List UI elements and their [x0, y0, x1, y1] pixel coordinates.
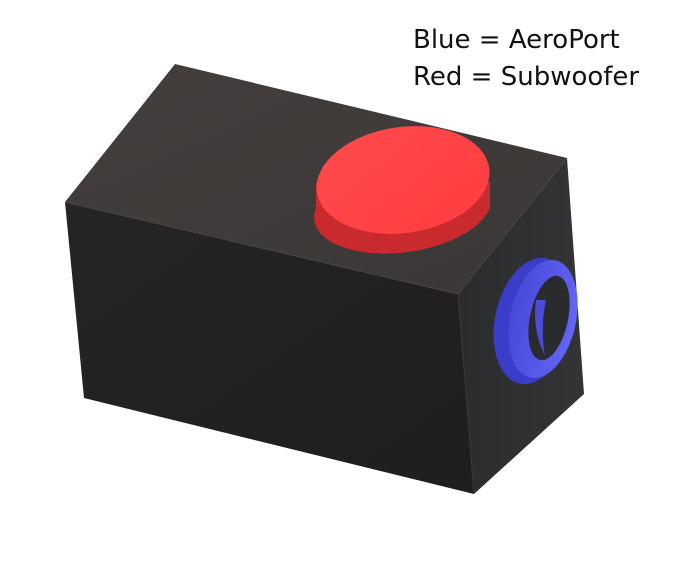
aeroport-port [493, 257, 578, 385]
legend-subwoofer: Red = Subwoofer [413, 62, 640, 92]
subwoofer-top [316, 126, 490, 234]
subwoofer-driver [314, 126, 490, 254]
enclosure-front-face [65, 202, 474, 494]
color-legend: Blue = AeroPort Red = Subwoofer [413, 22, 639, 96]
legend-aeroport: Blue = AeroPort [413, 25, 620, 55]
enclosure-edge [457, 293, 475, 495]
aeroport-inner-wall [535, 300, 546, 356]
